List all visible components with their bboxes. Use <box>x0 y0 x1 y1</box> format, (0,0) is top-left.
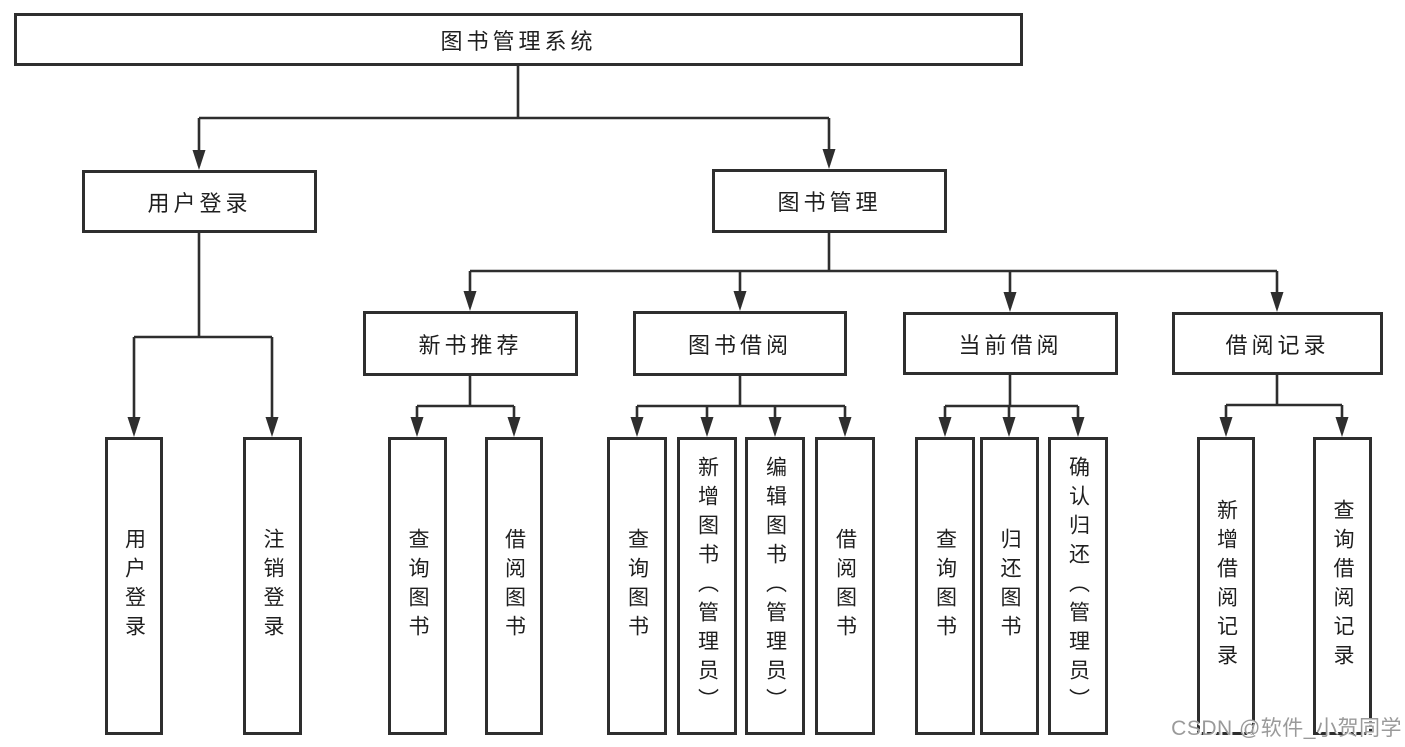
connector-root-to-level2 <box>197 66 831 166</box>
arrowhead-down <box>700 417 714 437</box>
arrowhead-down <box>265 417 279 437</box>
arrowhead-down <box>1335 417 1349 437</box>
connector-bookmgmt-to-level3 <box>468 233 1279 308</box>
node-book-borrowing: 图书借阅 <box>633 311 847 376</box>
arrowhead-down <box>192 150 206 170</box>
node-leaf-query-book-current: 查询图书 <box>915 437 975 735</box>
arrowhead-down <box>507 417 521 437</box>
node-user-login: 用户登录 <box>82 170 317 233</box>
node-leaf-user-login: 用户登录 <box>105 437 163 735</box>
node-current-borrowing: 当前借阅 <box>903 312 1118 375</box>
arrowhead-down <box>1071 417 1085 437</box>
connector-bookborrow-to-children <box>635 376 847 433</box>
arrowheads <box>127 149 1349 437</box>
arrowhead-down <box>1219 417 1233 437</box>
arrowhead-down <box>768 417 782 437</box>
node-leaf-query-borrow-record: 查询借阅记录 <box>1313 437 1372 735</box>
connector-userlogin-to-children <box>132 233 274 433</box>
node-leaf-logout: 注销登录 <box>243 437 302 735</box>
arrowhead-down <box>733 291 747 311</box>
arrowhead-down <box>822 149 836 169</box>
arrowhead-down <box>838 417 852 437</box>
arrowhead-down <box>463 291 477 311</box>
arrowhead-down <box>1270 292 1284 312</box>
arrowhead-down <box>127 417 141 437</box>
node-leaf-add-borrow-record: 新增借阅记录 <box>1197 437 1255 735</box>
node-leaf-confirm-return-admin: 确认归还（管理员） <box>1048 437 1108 735</box>
node-borrow-records: 借阅记录 <box>1172 312 1383 375</box>
arrowhead-down <box>410 417 424 437</box>
node-leaf-borrow-book-rec: 借阅图书 <box>485 437 543 735</box>
node-leaf-edit-book-admin: 编辑图书（管理员） <box>745 437 805 735</box>
node-leaf-query-book-rec: 查询图书 <box>388 437 447 735</box>
node-leaf-borrow-book: 借阅图书 <box>815 437 875 735</box>
node-new-book-recommend: 新书推荐 <box>363 311 578 376</box>
node-library-management-system: 图书管理系统 <box>14 13 1023 66</box>
node-leaf-query-book-borrow: 查询图书 <box>607 437 667 735</box>
connector-newrec-to-children <box>415 376 516 433</box>
arrowhead-down <box>1003 292 1017 312</box>
node-leaf-add-book-admin: 新增图书（管理员） <box>677 437 737 735</box>
arrowhead-down <box>630 417 644 437</box>
arrowhead-down <box>1002 417 1016 437</box>
node-book-management: 图书管理 <box>712 169 947 233</box>
node-leaf-return-book: 归还图书 <box>980 437 1039 735</box>
csdn-watermark: CSDN @软件_小贺同学 <box>1171 717 1402 740</box>
arrowhead-down <box>938 417 952 437</box>
connector-records-to-children <box>1224 375 1344 433</box>
